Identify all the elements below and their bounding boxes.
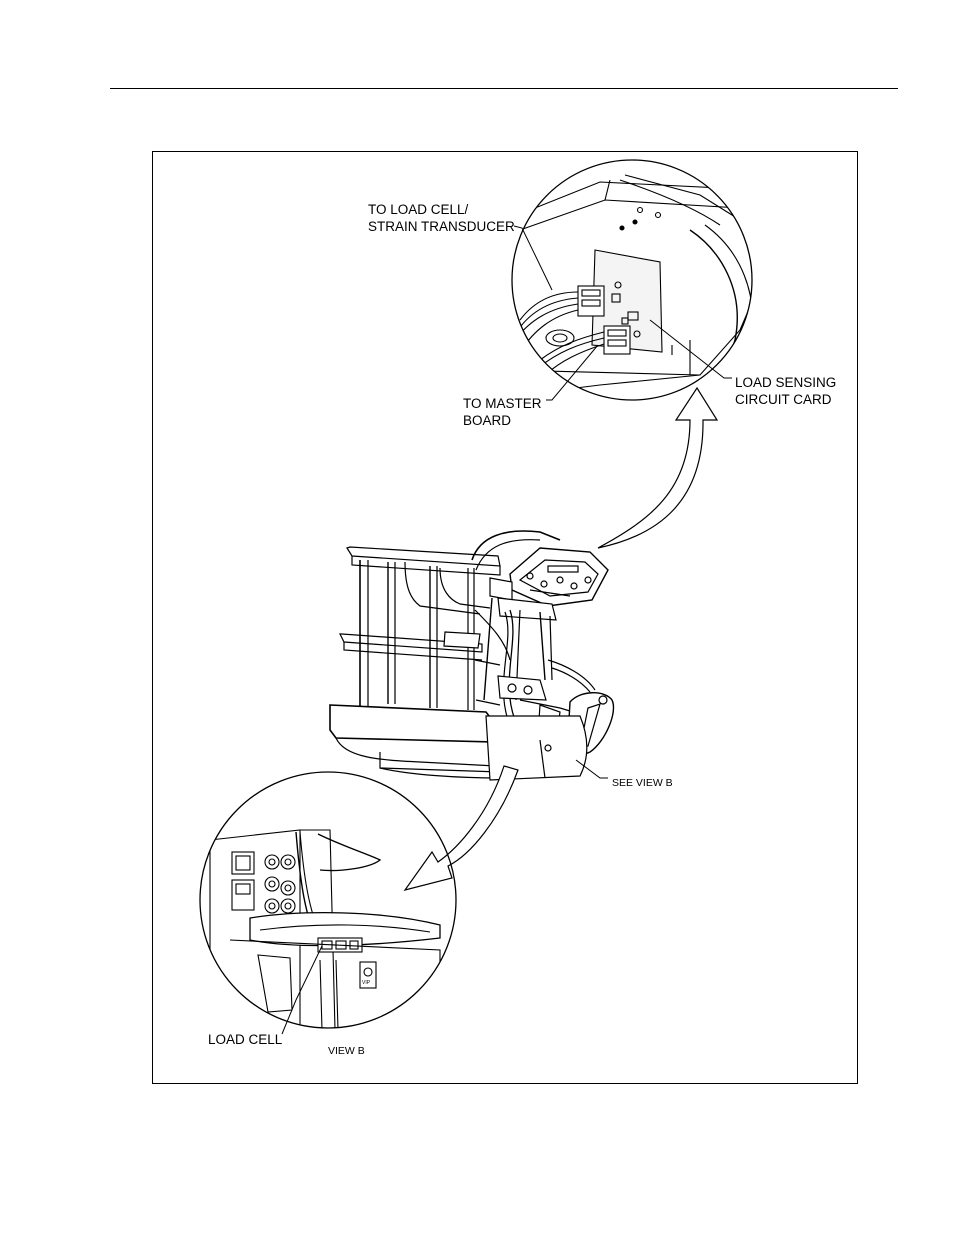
- label-load-sensing-line1: LOAD SENSING: [735, 375, 836, 390]
- label-to-load-cell-line2: STRAIN TRANSDUCER: [368, 219, 515, 234]
- arrow-to-top-detail: [598, 388, 717, 548]
- label-load-sensing-line2: CIRCUIT CARD: [735, 392, 832, 407]
- vip-marking: VIP: [362, 980, 371, 986]
- label-load-cell: LOAD CELL: [208, 1032, 283, 1047]
- label-to-master-line2: BOARD: [463, 413, 511, 428]
- view-b-detail: VIP: [200, 772, 456, 1030]
- label-to-load-cell-line1: TO LOAD CELL/: [368, 202, 469, 217]
- arrow-to-view-b: [405, 766, 518, 890]
- label-to-master-line1: TO MASTER: [463, 396, 542, 411]
- label-view-b: VIEW B: [328, 1045, 365, 1057]
- control-box-detail-view: [505, 160, 770, 400]
- label-see-view-b: SEE VIEW B: [612, 777, 673, 789]
- platform-assembly: [330, 531, 613, 780]
